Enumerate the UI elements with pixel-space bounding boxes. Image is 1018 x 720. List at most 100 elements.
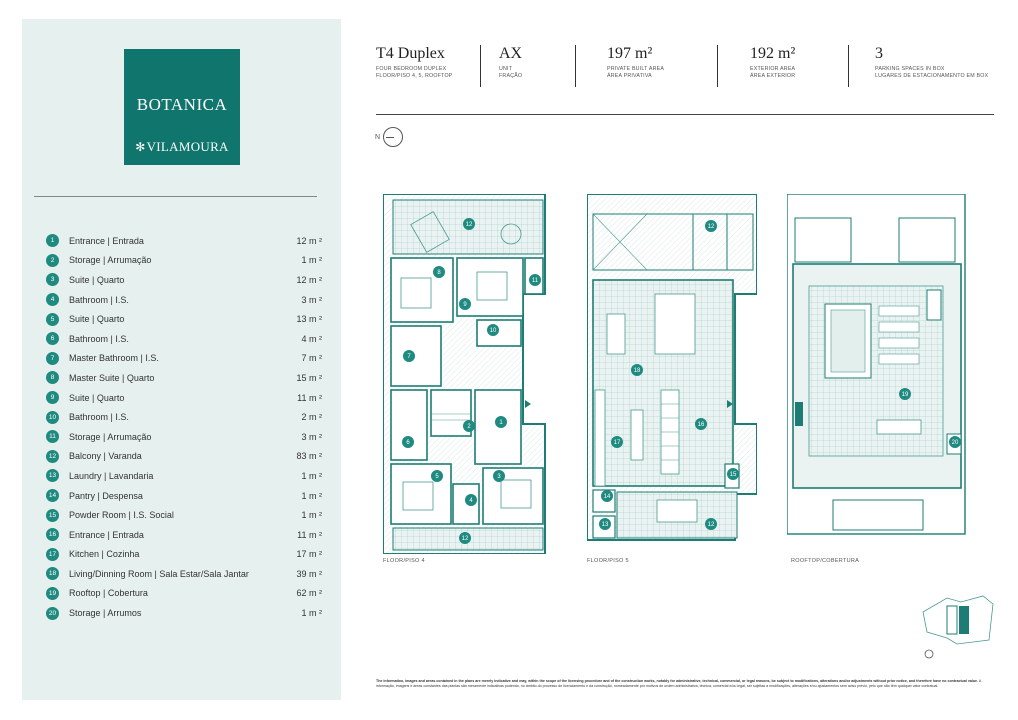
room-name: Living/Dinning Room | Sala Estar/Sala Ja… [69,568,249,579]
room-name: Kitchen | Cozinha [69,549,140,560]
typology-cell: T4 Duplex FOUR BEDROOM DUPLEX FLOOR/PISO… [376,45,453,80]
room-marker-label: 1 [499,420,503,426]
room-area: 4 m ² [301,333,322,344]
room-number-badge: 2 [46,253,59,267]
parking-sub1: PARKING SPACES IN BOX [875,66,945,72]
room-name: Bathroom | I.S. [69,412,129,423]
room-area: 7 m ² [301,353,322,364]
room-name: Storage | Arrumação [69,255,152,266]
room-name: Laundry | Lavandaria [69,470,154,481]
room-marker-label: 12 [708,522,715,528]
room-area: 12 m ² [296,235,322,246]
parking-cell: 3 PARKING SPACES IN BOX LUGARES DE ESTAC… [875,45,988,80]
typology-sub2: FLOOR/PISO 4, 5, ROOFTOP [376,73,453,79]
room-marker-label: 12 [462,536,469,542]
room-marker-label: 3 [497,474,501,480]
room-marker [599,518,611,530]
room-marker [463,218,475,230]
room-area: 39 m ² [296,568,322,579]
room-marker-label: 12 [708,224,715,230]
room-name: Entrance | Entrada [69,235,144,246]
room-name: Entrance | Entrada [69,529,144,540]
private-sub1: PRIVATE BUILT AREA [607,66,665,72]
room-number-badge: 13 [46,469,59,483]
room-name: Suite | Quarto [69,314,125,325]
room-number-badge: 10 [46,410,59,424]
room-name: Storage | Arrumação [69,431,152,442]
brand-name: BOTANICA [136,95,228,114]
room-number-badge: 18 [46,567,59,581]
room-marker-label: 13 [602,522,609,528]
building-key-plan-icon [922,595,994,659]
room-number-badge: 1 [46,234,59,248]
unit-cell: AX UNIT FRAÇÃO [499,45,522,80]
room-number-badge: 11 [46,430,59,444]
flower-icon: ✻ [135,140,146,154]
room-marker [459,298,471,310]
key-plan [917,592,997,667]
header-divider [376,114,994,115]
room-marker-label: 9 [463,302,467,308]
room-name: Balcony | Varanda [69,451,142,462]
room-number-badge: 12 [46,449,59,463]
room-marker [495,416,507,428]
room-marker [705,220,717,232]
room-marker [631,364,643,376]
room-number-badge: 4 [46,293,59,307]
room-area: 3 m ² [301,431,322,442]
room-number-badge: 17 [46,547,59,561]
room-number-badge: 3 [46,273,59,287]
typology-sub1: FOUR BEDROOM DUPLEX [376,66,447,72]
room-number-badge: 7 [46,351,59,365]
room-name: Bathroom | I.S. [69,294,129,305]
room-marker [705,518,717,530]
room-number-badge: 20 [46,606,59,620]
room-name: Rooftop | Cobertura [69,588,148,599]
room-area: 2 m ² [301,412,322,423]
room-marker [403,350,415,362]
room-marker [402,436,414,448]
brand-location: ✻VILAMOURA [135,139,229,154]
floor-4-label: FLOOR/PISO 4 [383,558,425,564]
room-marker [611,436,623,448]
room-area: 12 m ² [296,274,322,285]
room-marker-label: 16 [698,422,705,428]
legend-item: 17 Kitchen | Cozinha 17 m ² [46,545,322,565]
room-number-badge: 16 [46,528,59,542]
unit-sub1: UNIT [499,66,513,72]
room-marker-label: 11 [532,278,539,284]
rooftop-label: ROOFTOP/COBERTURA [791,558,860,564]
parking-count: 3 [875,45,883,62]
divider [575,45,576,87]
legend-item: 11 Storage | Arrumação 3 m ² [46,427,322,447]
exterior-sub2: ÁREA EXTERIOR [750,73,796,79]
room-marker-label: 12 [466,222,473,228]
room-name: Bathroom | I.S. [69,333,129,344]
room-marker [695,418,707,430]
legal-disclaimer: The information, images and areas contai… [376,679,994,689]
unit-header: T4 Duplex FOUR BEDROOM DUPLEX FLOOR/PISO… [376,45,994,115]
private-sub2: ÁREA PRIVATIVA [607,73,652,79]
room-area: 13 m ² [296,314,322,325]
compass-icon [383,127,404,147]
room-number-badge: 15 [46,508,59,522]
room-area: 17 m ² [296,549,322,560]
room-number-badge: 19 [46,586,59,600]
room-name: Storage | Arrumos [69,608,142,619]
room-marker-label: 8 [437,270,441,276]
room-marker-label: 19 [902,392,909,398]
room-area: 1 m ² [301,510,322,521]
